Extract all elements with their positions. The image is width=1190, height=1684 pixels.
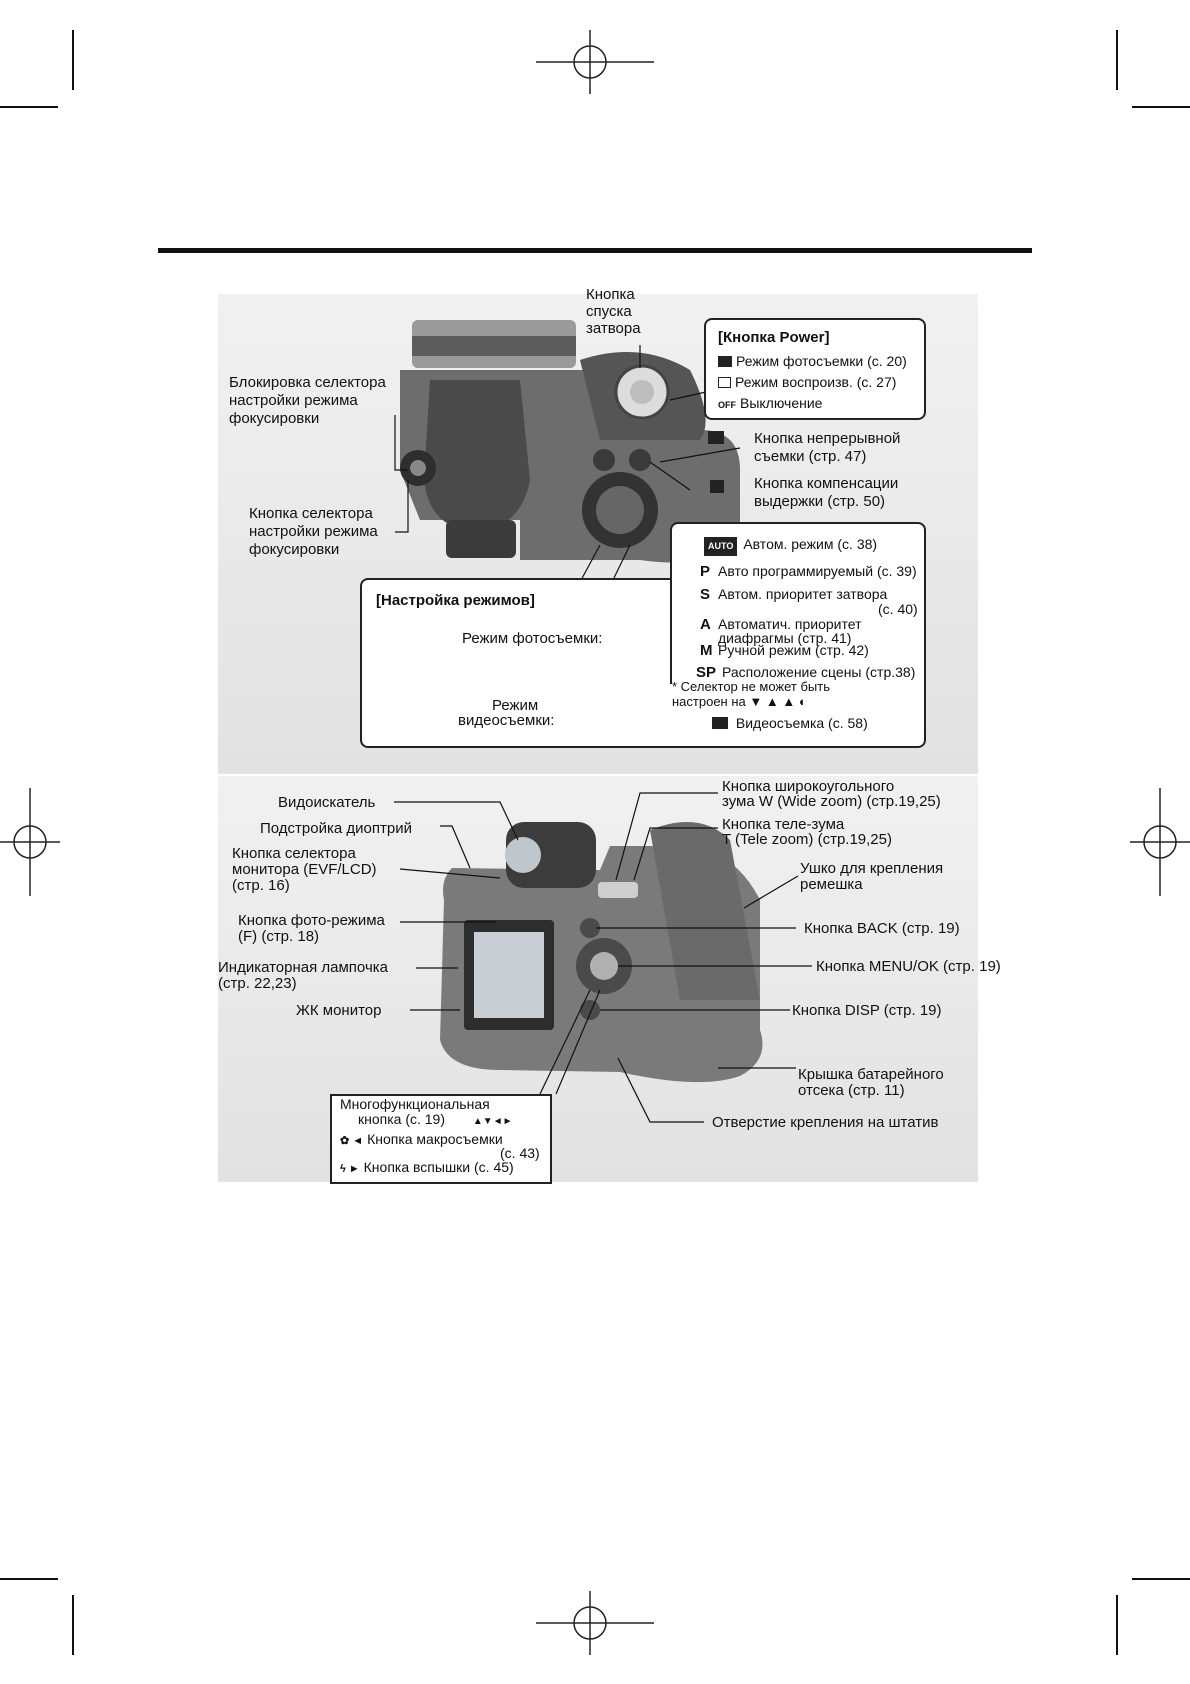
shutter-label-1: Кнопка [586, 286, 635, 303]
battery-1: Крышка батарейного [798, 1066, 944, 1083]
burst-label-2: съемки (стр. 47) [754, 448, 867, 465]
modes-video-label-1: Режим [492, 697, 539, 714]
monitor-sel-1: Кнопка селектора [232, 845, 356, 862]
multi-sub: кнопка (с. 19) ▲▼◄► [358, 1111, 513, 1127]
flash-icon: ϟ ► [340, 1163, 360, 1175]
mode-note-2: настроен на ▼ ▲ ▲ ◐ [672, 694, 807, 709]
focus-lock-2: настройки режима [229, 392, 358, 409]
crop-mark [0, 106, 58, 108]
tele-2: T (Tele zoom) (стр.19,25) [722, 831, 892, 848]
battery-2: отсека (стр. 11) [798, 1082, 905, 1099]
focus-lock-1: Блокировка селектора [229, 374, 386, 391]
mode-s-page: (с. 40) [878, 601, 918, 617]
back-btn-label: Кнопка BACK (стр. 19) [804, 920, 960, 937]
crop-mark [1132, 1578, 1190, 1580]
strap-1: Ушко для крепления [800, 860, 944, 877]
shutter-label-2: спуска [586, 303, 632, 320]
mode-note-1: * Селектор не может быть [672, 679, 831, 694]
multi-title: Многофункциональная [340, 1096, 490, 1112]
scene-icons: ▼ ▲ ▲ ◐ [749, 694, 807, 709]
photo-mode-btn-2: (F) (стр. 18) [238, 928, 320, 945]
header-rule [158, 248, 1032, 253]
exposure-label-1: Кнопка компенсации [754, 475, 899, 492]
mode-a-2: диафрагмы (стр. 41) [718, 630, 852, 646]
focus-selector-2: настройки режима [249, 523, 378, 540]
diopter-label: Подстройка диоптрий [260, 820, 412, 837]
crop-mark [1116, 1595, 1118, 1655]
off-icon: OFF [718, 400, 736, 410]
auto-badge: AUTO [704, 537, 738, 556]
power-box-title: [Кнопка Power] [718, 329, 830, 346]
power-item-play: Режим воспроизв. (с. 27) [718, 374, 896, 391]
shutter-label-3: затвора [586, 320, 641, 337]
flash-label: ϟ ► Кнопка вспышки (с. 45) [340, 1159, 514, 1175]
burst-icon [708, 430, 728, 447]
photo-mode-btn-1: Кнопка фото-режима [238, 912, 385, 929]
exposure-label-2: выдержки (стр. 50) [754, 493, 886, 510]
power-box [704, 318, 926, 420]
lcd-label: ЖК монитор [296, 1002, 382, 1019]
multi-box [330, 1094, 552, 1184]
focus-selector-1: Кнопка селектора [249, 505, 373, 522]
macro-page: (с. 43) [500, 1145, 540, 1161]
tripod-label: Отверстие крепления на штатив [712, 1114, 939, 1131]
indicator-2: (стр. 22,23) [218, 975, 297, 992]
wide-2: зума W (Wide zoom) (стр.19,25) [722, 793, 941, 810]
disp-label: Кнопка DISP (стр. 19) [792, 1002, 942, 1019]
burst-label-1: Кнопка непрерывной [754, 430, 901, 447]
tele-1: Кнопка теле-зума [722, 816, 845, 833]
camera-icon [718, 356, 732, 367]
indicator-1: Индикаторная лампочка [218, 959, 388, 976]
macro-label: ✿ ◄ Кнопка макросъемки [340, 1131, 503, 1147]
power-item-photo: Режим фотосъемки (с. 20) [718, 353, 907, 370]
dpad-arrows-icon: ▲▼◄► [472, 1116, 513, 1127]
crop-mark [72, 1595, 74, 1655]
strap-2: ремешка [800, 876, 863, 893]
mode-video: Видеосъемка (с. 58) [712, 715, 868, 732]
exposure-icon [710, 479, 728, 496]
modes-box-title: [Настройка режимов] [376, 592, 535, 609]
crop-mark [0, 1578, 58, 1580]
monitor-sel-3: (стр. 16) [232, 877, 290, 894]
focus-selector-3: фокусировки [249, 541, 340, 558]
monitor-sel-2: монитора (EVF/LCD) [232, 861, 377, 878]
focus-lock-3: фокусировки [229, 410, 320, 427]
wide-1: Кнопка широкоугольного [722, 778, 895, 795]
modes-video-label-2: видеосъемки: [458, 712, 555, 729]
play-icon [718, 377, 731, 388]
movie-icon [712, 717, 728, 729]
menu-ok-label: Кнопка MENU/OK (стр. 19) [816, 958, 1001, 975]
macro-icon: ✿ ◄ [340, 1135, 364, 1147]
crop-mark [1116, 30, 1118, 90]
viewfinder-label: Видоискатель [278, 794, 376, 811]
crop-mark [1132, 106, 1190, 108]
crop-mark [72, 30, 74, 90]
modes-photo-label: Режим фотосъемки: [462, 630, 603, 647]
